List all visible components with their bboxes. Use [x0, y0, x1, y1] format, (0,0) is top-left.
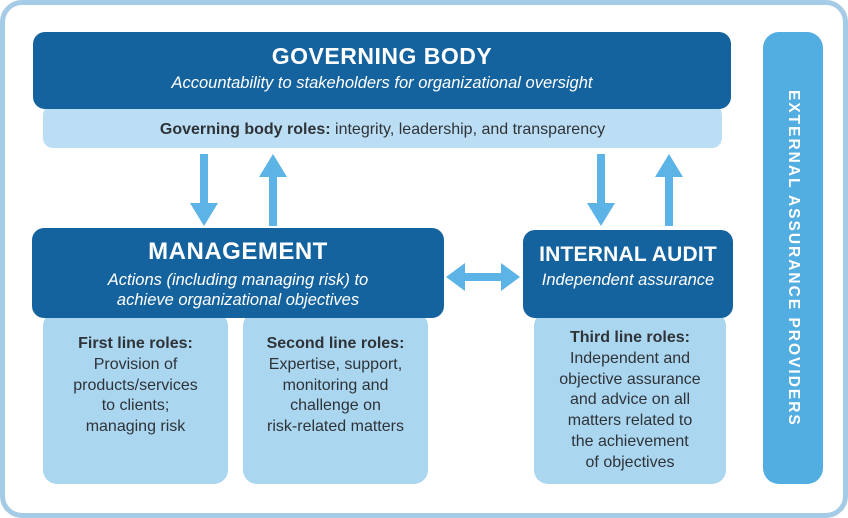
governing-body-box: GOVERNING BODY Accountability to stakeho…	[33, 32, 731, 109]
governing-roles-text: integrity, leadership, and transparency	[330, 121, 606, 138]
up-arrow-icon	[258, 154, 288, 226]
governing-body-subtitle: Accountability to stakeholders for organ…	[171, 74, 593, 93]
management-subtitle: Actions (including managing risk) to ach…	[107, 270, 369, 309]
second-line-roles-panel: Second line roles: Expertise, support, m…	[243, 312, 428, 484]
management-title: MANAGEMENT	[148, 238, 328, 265]
management-box: MANAGEMENT Actions (including managing r…	[32, 228, 444, 318]
governing-body-title: GOVERNING BODY	[271, 43, 493, 69]
first-line-roles-panel: First line roles: Provision of products/…	[43, 312, 228, 484]
up-arrow-icon	[654, 154, 684, 226]
internal-audit-title: INTERNAL AUDIT	[539, 243, 717, 266]
internal-audit-box: INTERNAL AUDIT Independent assurance	[523, 230, 733, 318]
internal-audit-subtitle: Independent assurance	[541, 271, 715, 290]
external-assurance-providers-bar: EXTERNAL ASSURANCE PROVIDERS	[763, 32, 823, 484]
third-line-roles-panel: Third line roles: Independent and object…	[534, 312, 726, 484]
second-line-roles-body: Expertise, support, monitoring and chall…	[267, 355, 404, 436]
first-line-roles-body: Provision of products/services to client…	[73, 355, 198, 436]
down-arrow-icon	[586, 154, 616, 226]
governing-roles-bar: Governing body roles: integrity, leaders…	[43, 105, 722, 148]
external-assurance-providers-label: EXTERNAL ASSURANCE PROVIDERS	[785, 89, 802, 427]
second-line-roles-heading: Second line roles:	[266, 335, 405, 352]
third-line-roles-heading: Third line roles:	[569, 329, 690, 346]
left-right-arrow-icon	[446, 260, 520, 294]
down-arrow-icon	[189, 154, 219, 226]
third-line-roles-body: Independent and objective assurance and …	[559, 349, 701, 471]
governing-roles-label: Governing body roles:	[159, 121, 331, 138]
first-line-roles-heading: First line roles:	[78, 335, 193, 352]
